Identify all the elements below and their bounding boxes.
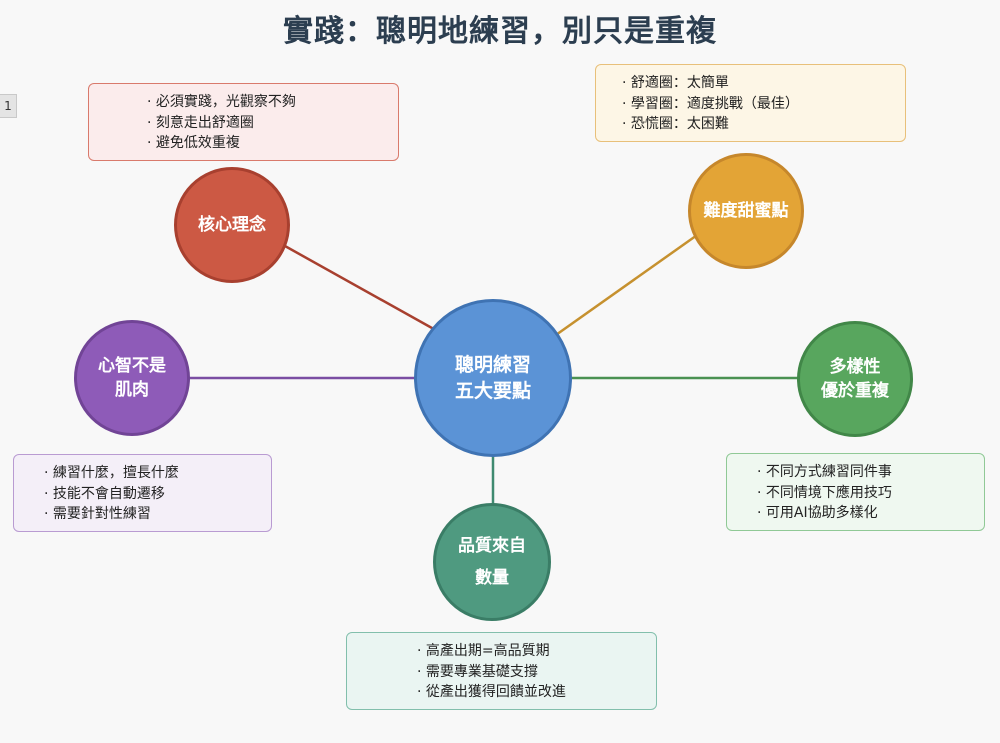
difficulty-sweet-spot-node: 難度甜蜜點 (688, 153, 804, 269)
list-item: 高產出期=高品質期 (417, 641, 646, 662)
center-node-label-1: 聰明練習 (454, 354, 531, 376)
list-item: 需要針對性練習 (44, 504, 261, 525)
list-item: 技能不會自動遷移 (44, 484, 261, 505)
list-item: 必須實踐，光觀察不夠 (147, 92, 388, 113)
list-item: 刻意走出舒適圈 (147, 113, 388, 134)
page-title: 實踐：聰明地練習，別只是重複 (283, 14, 717, 49)
core-concept-box: 必須實踐，光觀察不夠 刻意走出舒適圈 避免低效重複 (88, 83, 399, 161)
node-label: 肌肉 (115, 380, 149, 400)
mind-not-muscle-box: 練習什麼，擅長什麼 技能不會自動遷移 需要針對性練習 (13, 454, 272, 532)
core-concept-node: 核心理念 (174, 167, 290, 283)
node-label: 心智不是 (98, 356, 166, 376)
list-item: 恐慌圈：太困難 (622, 114, 895, 135)
list-item: 舒適圈：太簡單 (622, 73, 895, 94)
difficulty-sweet-spot-box: 舒適圈：太簡單 學習圈：適度挑戰（最佳） 恐慌圈：太困難 (595, 64, 906, 142)
node-label: 難度甜蜜點 (703, 201, 789, 221)
list-item: 避免低效重複 (147, 133, 388, 154)
node-label: 多樣性 (829, 357, 881, 377)
list-item: 不同方式練習同件事 (757, 462, 974, 483)
center-node-label-2: 五大要點 (454, 380, 531, 402)
list-item: 不同情境下應用技巧 (757, 483, 974, 504)
list-item: 從產出獲得回饋並改進 (417, 682, 646, 703)
list-item: 學習圈：適度挑戰（最佳） (622, 94, 895, 115)
diversity-node: 多樣性 優於重複 (797, 321, 913, 437)
quality-from-quantity-node: 品質來自 數量 (433, 503, 551, 621)
node-label: 優於重複 (821, 381, 889, 401)
center-node: 聰明練習 五大要點 (414, 299, 572, 457)
connector-sweet (545, 231, 701, 344)
page-number-tab[interactable]: 1 (0, 94, 17, 118)
mind-not-muscle-node: 心智不是 肌肉 (74, 320, 190, 436)
node-label: 核心理念 (198, 215, 266, 235)
connector-core (275, 239, 458, 344)
quality-from-quantity-box: 高產出期=高品質期 需要專業基礎支撐 從產出獲得回饋並改進 (346, 632, 657, 710)
list-item: 可用AI協助多樣化 (757, 503, 974, 524)
list-item: 練習什麼，擅長什麼 (44, 463, 261, 484)
node-label: 數量 (475, 568, 509, 588)
list-item: 需要專業基礎支撐 (417, 662, 646, 683)
node-label: 品質來自 (458, 536, 526, 556)
diversity-box: 不同方式練習同件事 不同情境下應用技巧 可用AI協助多樣化 (726, 453, 985, 531)
